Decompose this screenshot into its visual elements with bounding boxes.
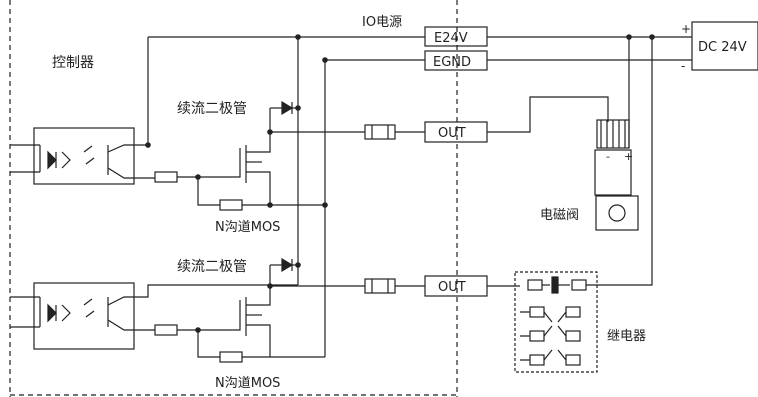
fuse-bottom bbox=[364, 278, 396, 294]
controller-boundary bbox=[9, 0, 458, 397]
e24v-label: E24V bbox=[434, 31, 468, 46]
plus-label: + bbox=[681, 22, 691, 36]
egnd-label: EGND bbox=[433, 55, 471, 70]
solenoid-plus-label: + bbox=[624, 150, 633, 163]
solenoid-body bbox=[594, 149, 632, 196]
pulldown-resistor-bottom bbox=[219, 351, 243, 363]
relay-box bbox=[514, 271, 598, 373]
mos-top-label: N沟道MOS bbox=[215, 220, 280, 235]
pulldown-resistor-top bbox=[219, 199, 243, 211]
diode-top-label: 续流二极管 bbox=[177, 100, 247, 117]
optocoupler-bottom bbox=[33, 282, 135, 350]
dc24v-label: DC 24V bbox=[698, 40, 747, 55]
gate-resistor-top bbox=[154, 171, 178, 183]
dc24v-box bbox=[691, 21, 758, 71]
optocoupler-top bbox=[33, 127, 135, 185]
relay-label: 继电器 bbox=[607, 329, 646, 344]
solenoid-minus-label: - bbox=[606, 150, 610, 163]
out-top-label: OUT bbox=[438, 126, 466, 141]
solenoid-valve bbox=[595, 195, 639, 231]
fuse-top bbox=[364, 124, 396, 140]
minus-label: - bbox=[681, 59, 685, 73]
mos-bottom-label: N沟道MOS bbox=[215, 376, 280, 391]
controller-label: 控制器 bbox=[52, 55, 94, 71]
diode-bottom-label: 续流二极管 bbox=[177, 258, 247, 275]
out-bottom-label: OUT bbox=[438, 280, 466, 295]
gate-resistor-bottom bbox=[154, 324, 178, 336]
io-power-label: IO电源 bbox=[362, 15, 402, 30]
solenoid-label: 电磁阀 bbox=[540, 208, 579, 223]
